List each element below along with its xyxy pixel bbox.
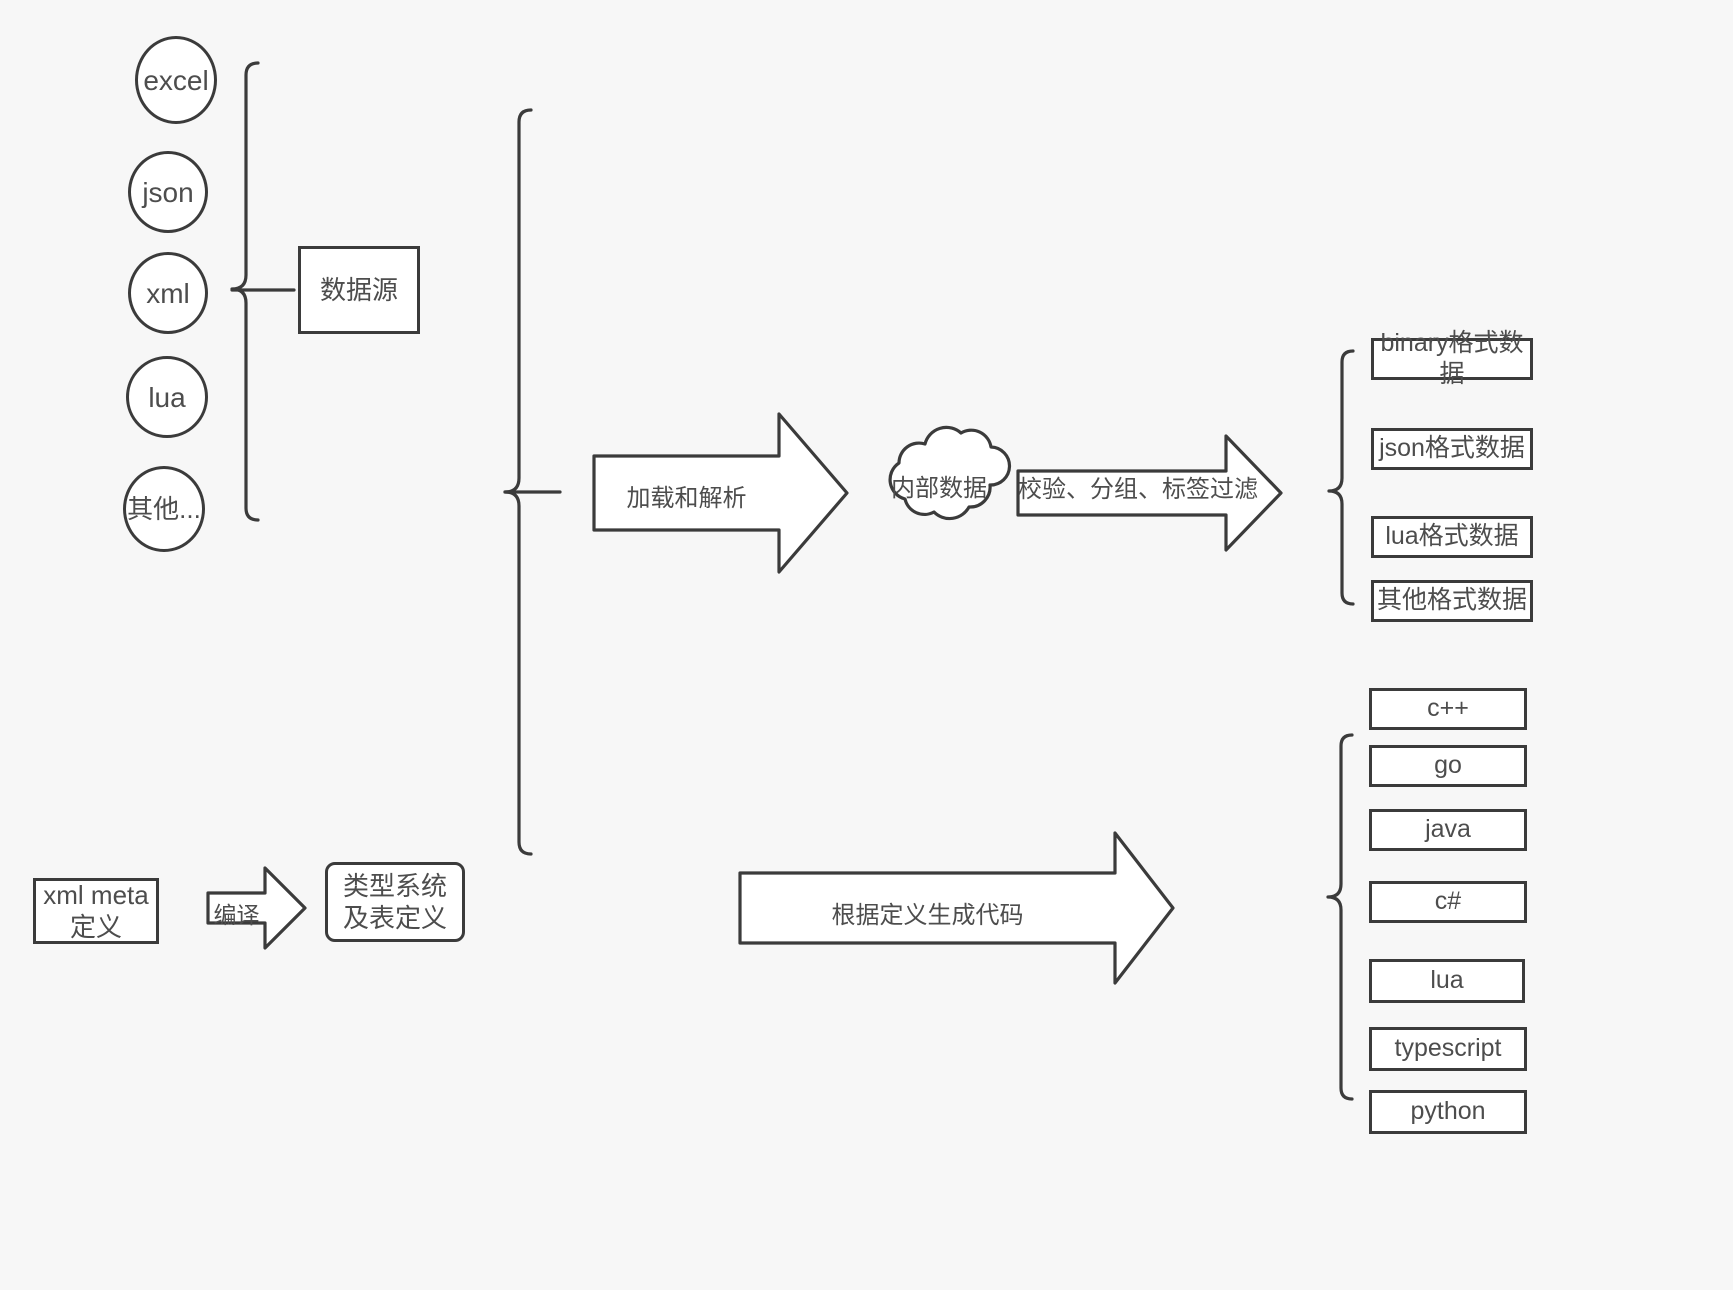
filter-arrow-icon xyxy=(1016,434,1283,552)
codegen-lang-go[interactable]: go xyxy=(1369,745,1527,787)
codegen-arrow-label: 根据定义生成代码 xyxy=(831,902,1024,929)
codegen-lang-label: c# xyxy=(1434,887,1462,916)
brace-formats-icon xyxy=(1327,349,1355,606)
internal-data-cloud-icon xyxy=(888,425,1012,521)
source-node-label: xml xyxy=(146,277,190,309)
output-format-label: 其他格式数据 xyxy=(1376,586,1527,615)
type-system-label: 类型系统及表定义 xyxy=(342,870,447,934)
internal-data-label: 内部数据 xyxy=(891,475,987,502)
xml-meta-box[interactable]: xml meta定义 xyxy=(33,878,159,944)
codegen-lang-label: c++ xyxy=(1427,694,1469,723)
output-format-binary[interactable]: binary格式数据 xyxy=(1371,329,1533,388)
codegen-lang-lua[interactable]: lua xyxy=(1369,959,1525,1003)
data-source-box[interactable]: 数据源 xyxy=(298,246,420,334)
source-node-xml[interactable]: xml xyxy=(128,252,208,334)
codegen-lang-label: typescript xyxy=(1394,1034,1502,1063)
codegen-lang-label: go xyxy=(1434,751,1462,780)
codegen-lang-csharp[interactable]: c# xyxy=(1369,881,1527,923)
source-node-label: excel xyxy=(143,64,209,96)
codegen-lang-python[interactable]: python xyxy=(1369,1090,1527,1134)
source-node-label: 其他... xyxy=(127,493,201,524)
codegen-lang-label: java xyxy=(1425,815,1471,844)
source-node-other[interactable]: 其他... xyxy=(123,466,205,552)
source-node-label: lua xyxy=(148,381,186,413)
brace-pipeline-icon xyxy=(503,108,533,856)
codegen-lang-java[interactable]: java xyxy=(1369,809,1527,851)
output-format-label: json格式数据 xyxy=(1379,434,1525,463)
load-parse-arrow-label: 加载和解析 xyxy=(626,485,747,512)
brace-languages-icon xyxy=(1326,733,1354,1101)
codegen-lang-cpp[interactable]: c++ xyxy=(1369,688,1527,730)
codegen-lang-label: python xyxy=(1410,1097,1486,1126)
xml-meta-label: xml meta定义 xyxy=(43,879,149,943)
load-parse-arrow-icon xyxy=(592,412,849,574)
data-source-label: 数据源 xyxy=(319,274,398,305)
output-format-label: binary格式数据 xyxy=(1380,328,1524,388)
source-node-lua[interactable]: lua xyxy=(126,356,208,438)
output-format-other[interactable]: 其他格式数据 xyxy=(1371,580,1533,622)
source-node-label: json xyxy=(142,176,194,208)
source-node-excel[interactable]: excel xyxy=(135,36,217,124)
output-format-label: lua格式数据 xyxy=(1385,522,1519,551)
codegen-arrow-icon xyxy=(738,831,1175,985)
output-format-json[interactable]: json格式数据 xyxy=(1371,428,1533,470)
filter-arrow-label: 校验、分组、标签过滤 xyxy=(1018,476,1258,503)
codegen-lang-typescript[interactable]: typescript xyxy=(1369,1027,1527,1071)
source-node-json[interactable]: json xyxy=(128,151,208,233)
type-system-box[interactable]: 类型系统及表定义 xyxy=(325,862,465,942)
compile-arrow-label: 编译 xyxy=(213,902,260,928)
output-format-lua[interactable]: lua格式数据 xyxy=(1371,516,1533,558)
codegen-lang-label: lua xyxy=(1430,966,1464,995)
brace-sources-icon xyxy=(230,61,260,522)
compile-arrow-icon xyxy=(206,866,307,950)
